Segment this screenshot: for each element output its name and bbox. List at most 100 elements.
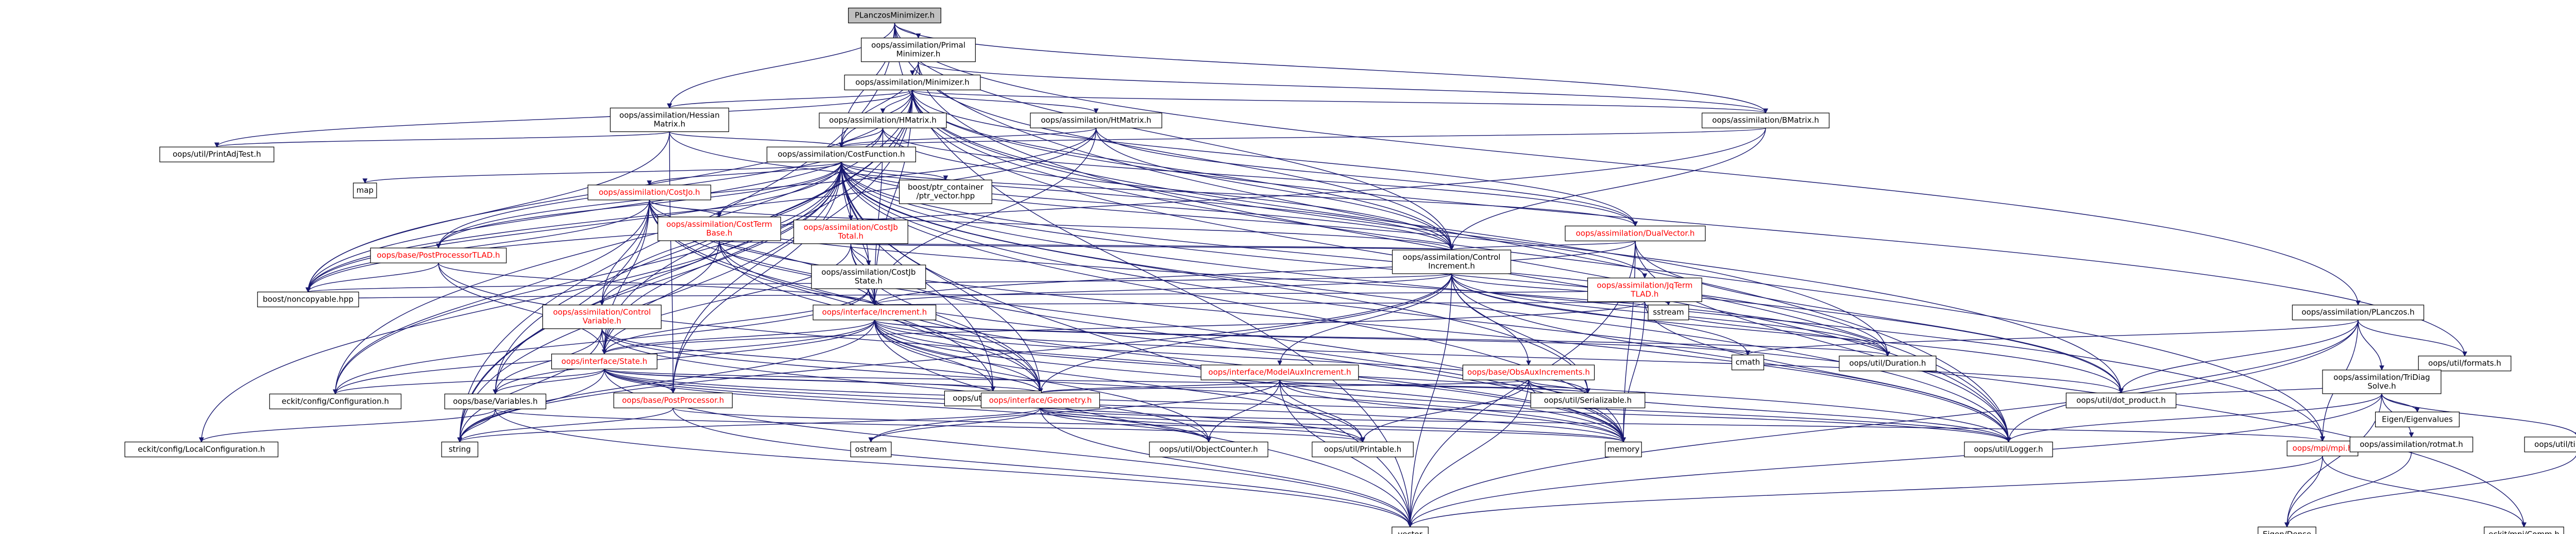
include-edge xyxy=(1040,407,1626,443)
graph-node-eckit-config-configuration-h[interactable]: eckit/config/Configuration.h xyxy=(269,393,402,409)
include-edge xyxy=(2006,393,2382,443)
graph-node-oops-base-obsauxincrements-h: oops/base/ObsAuxIncrements.h xyxy=(1462,364,1595,380)
node-label: ostream xyxy=(855,444,887,454)
include-edge xyxy=(669,131,1454,251)
graph-node-oops-util-printable-h[interactable]: oops/util/Printable.h xyxy=(1312,441,1414,458)
include-edge xyxy=(2119,320,2359,394)
graph-node-planczosminimizer-h[interactable]: PLanczosMinimizer.h xyxy=(848,7,941,24)
graph-node-oops-assimilation-bmatrix-h[interactable]: oops/assimilation/BMatrix.h xyxy=(1702,112,1830,128)
include-edge xyxy=(493,328,603,395)
include-edge xyxy=(457,162,842,443)
graph-node-oops-assimilation-planczos-h[interactable]: oops/assimilation/PLanczos.h xyxy=(2292,305,2425,321)
node-box xyxy=(1587,277,1702,302)
graph-node-oops-base-variables-h[interactable]: oops/base/Variables.h xyxy=(444,393,547,409)
node-box xyxy=(848,7,941,24)
include-edge xyxy=(1279,380,1626,443)
node-box xyxy=(766,146,916,162)
node-label: oops/util/PrintAdjTest.h xyxy=(173,149,261,159)
include-edge xyxy=(1621,302,1646,443)
node-box xyxy=(159,146,275,162)
graph-node-oops-util-tinysvdgen-h[interactable]: oops/util/tinysvdgen.h xyxy=(2524,437,2576,453)
node-label: eckit/mpi/Comm.h xyxy=(2488,529,2560,534)
include-edge xyxy=(1279,380,1365,443)
include-edge xyxy=(1040,408,1365,443)
include-edge xyxy=(672,407,1626,443)
include-edge xyxy=(602,320,875,355)
graph-node-oops-assimilation-rotmat-h[interactable]: oops/assimilation/rotmat.h xyxy=(2349,437,2473,453)
include-edge xyxy=(912,90,2325,442)
include-edge xyxy=(667,89,913,109)
include-edge xyxy=(1279,379,1590,394)
include-edge xyxy=(1040,408,1413,528)
include-edge xyxy=(1095,128,1638,227)
graph-node-oops-util-serializable-h[interactable]: oops/util/Serializable.h xyxy=(1530,392,1646,409)
include-edge xyxy=(872,273,1452,306)
node-label: oops/assimilation/rotmat.h xyxy=(2360,440,2463,449)
graph-node-oops-assimilation-htmatrix-h[interactable]: oops/assimilation/HtMatrix.h xyxy=(1030,112,1162,128)
include-edge xyxy=(670,162,842,394)
include-edge xyxy=(2381,393,2576,438)
include-edge xyxy=(362,161,842,183)
graph-node-oops-util-formats-h[interactable]: oops/util/formats.h xyxy=(2418,356,2512,372)
graph-node-eckit-config-localconfiguration-h[interactable]: eckit/config/LocalConfiguration.h xyxy=(124,441,279,458)
graph-node-oops-assimilation-costfunction-h[interactable]: oops/assimilation/CostFunction.h xyxy=(766,146,916,162)
node-label: oops/assimilation/CostJo.h xyxy=(599,188,700,197)
node-box xyxy=(793,220,908,244)
graph-node-oops-util-printadjtest-h[interactable]: oops/util/PrintAdjTest.h xyxy=(159,146,275,162)
node-label: oops/util/tinysvdgen.h xyxy=(2534,440,2576,449)
node-label: oops/interface/ModelAuxIncrement.h xyxy=(1208,368,1351,377)
graph-node-oops-base-postprocessor-h: oops/base/PostProcessor.h xyxy=(613,392,733,409)
include-edge xyxy=(874,320,2124,394)
node-box xyxy=(269,393,402,409)
include-edge xyxy=(307,289,1646,300)
node-box xyxy=(1731,355,1765,371)
include-edge xyxy=(1408,273,1452,528)
node-box xyxy=(2349,437,2473,453)
node-box xyxy=(609,107,730,132)
graph-node-oops-assimilation-dualvector-h: oops/assimilation/DualVector.h xyxy=(1565,225,1706,242)
node-box xyxy=(2065,392,2177,409)
include-edge xyxy=(2284,452,2412,528)
node-label: oops/interface/Geometry.h xyxy=(989,395,1092,405)
graph-node-eigen-dense: Eigen/Dense xyxy=(2258,526,2316,534)
node-box xyxy=(353,182,377,198)
include-edge xyxy=(912,89,1768,114)
include-edge xyxy=(2358,320,2384,371)
graph-node-oops-util-dot-product-h[interactable]: oops/util/dot_product.h xyxy=(2065,392,2177,409)
include-edge xyxy=(872,241,1636,306)
node-box xyxy=(441,441,479,458)
include-edge xyxy=(1449,128,1766,251)
graph-node-oops-util-duration-h[interactable]: oops/util/Duration.h xyxy=(1839,356,1937,372)
node-label: oops/base/PostProcessorTLAD.h xyxy=(377,251,500,260)
node-box xyxy=(980,392,1100,409)
include-edge xyxy=(841,161,948,181)
include-edge xyxy=(841,162,2124,394)
node-box xyxy=(850,441,892,458)
include-edge xyxy=(841,162,2527,528)
include-edge xyxy=(1360,380,1529,443)
include-edge xyxy=(1038,379,1280,394)
node-label: oops/assimilation/Minimizer.h xyxy=(855,78,969,87)
include-edge xyxy=(214,90,913,148)
graph-node-eckit-mpi-comm-h: eckit/mpi/Comm.h xyxy=(2484,526,2564,534)
include-edge xyxy=(1040,408,1211,443)
node-box xyxy=(444,393,547,409)
graph-node-oops-util-logger-h[interactable]: oops/util/Logger.h xyxy=(1964,441,2053,458)
include-edge xyxy=(841,162,1590,394)
graph-node-oops-util-objectcounter-h[interactable]: oops/util/ObjectCounter.h xyxy=(1149,441,1268,458)
graph-node-oops-assimilation-minimizer-h[interactable]: oops/assimilation/Minimizer.h xyxy=(844,74,981,91)
include-edge xyxy=(1451,273,2124,394)
graph-node-oops-assimilation-hmatrix-h[interactable]: oops/assimilation/HMatrix.h xyxy=(819,112,947,128)
node-label: oops/util/dot_product.h xyxy=(2076,395,2166,405)
node-box xyxy=(613,392,733,409)
node-box xyxy=(124,441,279,458)
include-edge xyxy=(672,408,1413,528)
